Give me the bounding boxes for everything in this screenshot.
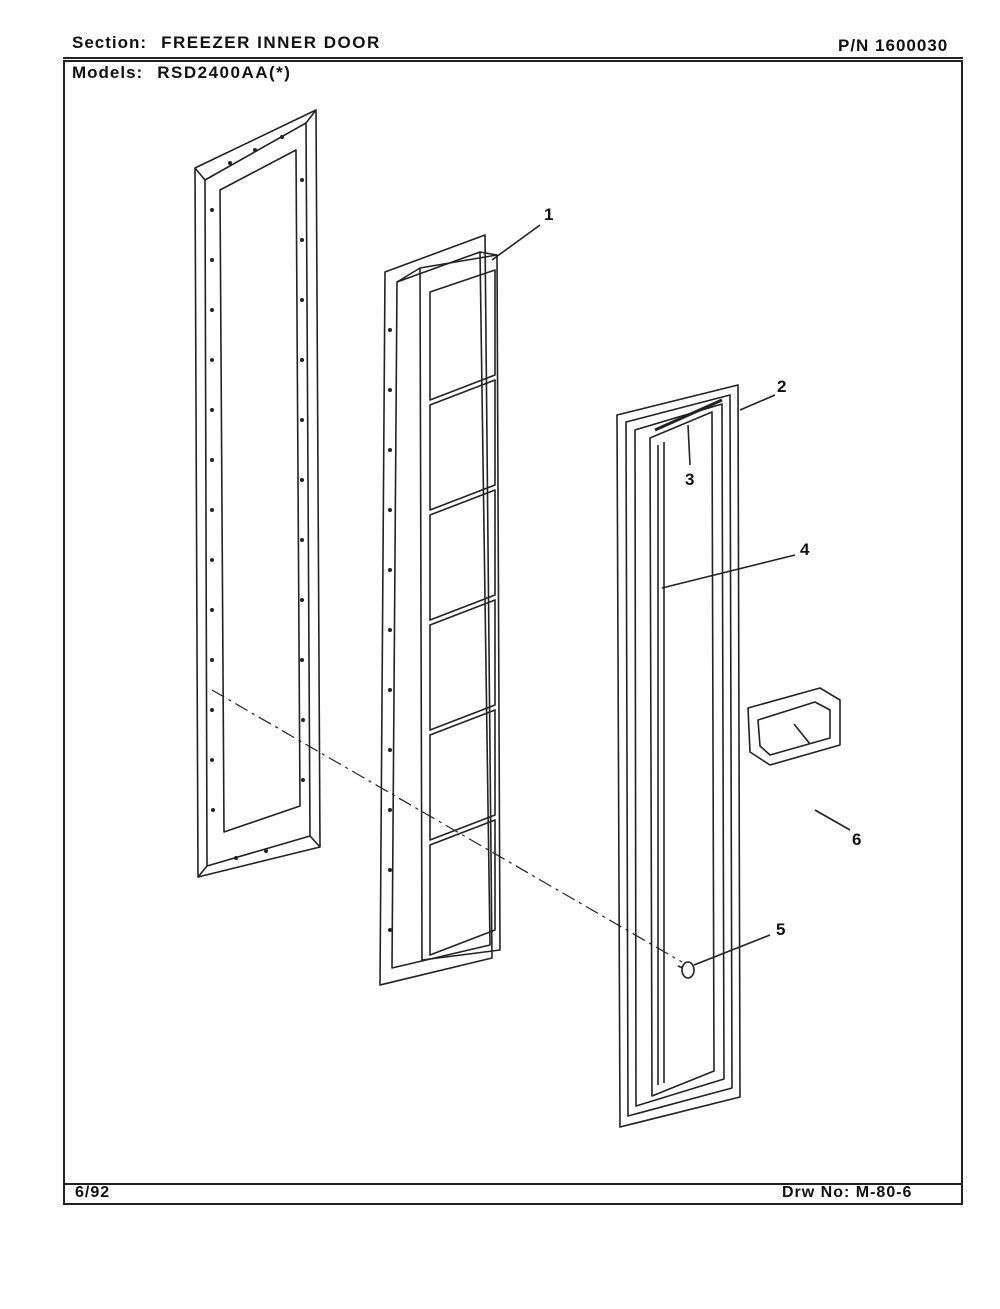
models-header: Models: RSD2400AA(*) (72, 63, 291, 83)
callout-6: 6 (852, 830, 861, 849)
callout-1: 1 (544, 205, 553, 224)
section-label: Section: (72, 33, 148, 52)
door-panel (616, 384, 741, 1128)
header-rule (63, 57, 963, 59)
callout-2: 2 (777, 377, 786, 396)
leader-line-6 (814, 809, 851, 831)
revision-date: 6/92 (75, 1184, 111, 1201)
section-header: Section: FREEZER INNER DOOR (72, 33, 381, 53)
footer-rule (63, 1183, 963, 1185)
part-number: P/N 1600030 (838, 36, 949, 55)
leader-line-3 (687, 424, 691, 466)
section-value: FREEZER INNER DOOR (161, 33, 381, 52)
diagram-frame (63, 60, 963, 1205)
callout-5: 5 (776, 920, 785, 939)
screw (677, 961, 695, 979)
models-value: RSD2400AA(*) (157, 63, 292, 82)
models-label: Models: (72, 63, 144, 82)
alignment-line (211, 689, 683, 963)
callout-3: 3 (685, 470, 694, 489)
leader-line-1 (491, 224, 541, 261)
drawing-number: Drw No: M-80-6 (782, 1184, 913, 1201)
leader-line-4 (661, 554, 796, 589)
leader-line-5 (693, 934, 771, 966)
door-bin (747, 687, 841, 766)
callout-4: 4 (800, 540, 810, 559)
leader-line-2 (739, 394, 776, 411)
door-gasket-frame (194, 109, 321, 878)
inner-door-liner (379, 234, 501, 986)
